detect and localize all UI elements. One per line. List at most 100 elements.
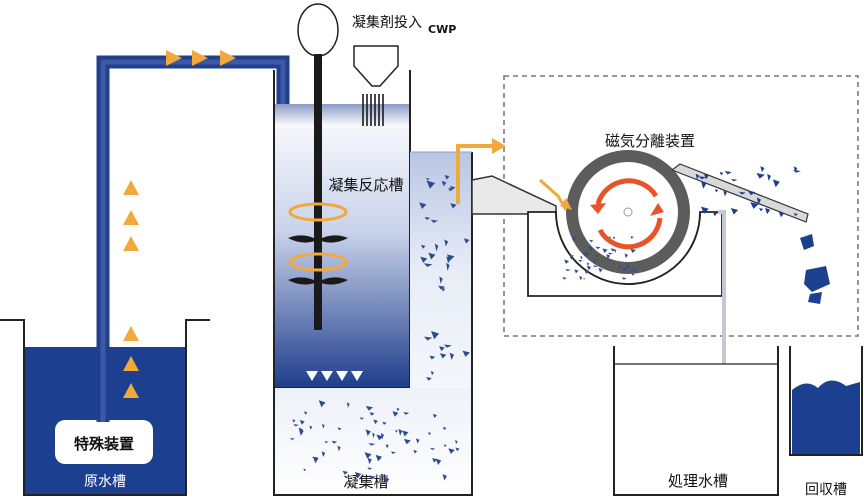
hopper-icon: [353, 45, 399, 87]
floc-particle: [392, 411, 399, 417]
floc-particle: [695, 173, 700, 180]
floc-particle: [747, 190, 756, 196]
floc-particle: [630, 236, 634, 239]
floc-particle: [624, 253, 628, 259]
coagulant-label: 凝集剤投入: [352, 14, 422, 31]
floc-particle: [595, 246, 601, 250]
floc-particle: [359, 417, 365, 420]
stir-rotation-icon: [288, 202, 348, 272]
flow-arrow-icon: [123, 210, 139, 225]
floc-particle: [324, 441, 329, 444]
floc-particle: [712, 211, 718, 217]
treated-tank-wall: [613, 346, 779, 496]
floc-particle: [426, 177, 430, 181]
floc-particle: [586, 262, 590, 266]
floc-particle: [463, 238, 470, 244]
floc-particle: [367, 457, 372, 465]
floc-particle: [438, 285, 446, 290]
drain-pipe: [718, 210, 726, 364]
floc-particle: [698, 176, 707, 180]
floc-particle: [631, 273, 635, 276]
floc-particle: [571, 236, 577, 242]
floc-particle: [385, 444, 389, 449]
floc-particle: [364, 452, 372, 459]
reaction-tank-label: 凝集反応槽: [328, 176, 403, 194]
reaction-water: [274, 104, 410, 388]
floc-particle: [403, 412, 410, 415]
recovery-tank-wall: [789, 346, 863, 456]
floc-tank-wall: [273, 152, 473, 496]
stirrer-shaft: [314, 54, 322, 330]
floc-particles: [290, 175, 470, 484]
floc-particle: [331, 440, 338, 444]
floc-particle: [630, 248, 636, 254]
floc-particle: [569, 255, 575, 257]
floc-particle: [368, 443, 376, 446]
special-device-box: [55, 420, 153, 464]
floc-particle: [606, 254, 611, 260]
inlet-chute: [471, 175, 557, 215]
floc-particle: [444, 175, 450, 180]
floc-particle: [593, 259, 596, 264]
rotation-arrow-icon: [595, 178, 659, 205]
flow-arrow-icon: [560, 198, 572, 210]
floc-particle: [322, 423, 325, 429]
floc-particle: [292, 419, 296, 423]
floc-particle: [372, 432, 375, 439]
floc-particle: [443, 444, 447, 448]
floc-particle: [424, 336, 433, 341]
floc-particle: [313, 456, 319, 464]
floc-particle: [793, 166, 798, 173]
floc-particle: [446, 262, 450, 271]
floc-particle: [423, 263, 433, 267]
floc-particle: [612, 236, 616, 240]
floc-particle: [337, 445, 341, 452]
recovery-tank-label: 回収槽: [805, 482, 847, 498]
floc-particle: [382, 421, 387, 425]
floc-particle: [303, 468, 307, 472]
floc-particle: [578, 259, 583, 262]
floc-particle: [365, 429, 371, 436]
floc-particle: [346, 402, 350, 408]
pipe-flow-arrows: [166, 50, 236, 66]
floc-particle: [442, 426, 447, 431]
floc-water-upper: [410, 152, 472, 388]
magnetic-separator: 磁気分離装置: [471, 75, 859, 337]
floc-particle: [565, 269, 572, 272]
flow-arrow-icon: [492, 138, 506, 154]
floc-particle: [337, 427, 342, 431]
rotation-arrow-icon: [597, 217, 663, 250]
floc-particle: [441, 287, 446, 292]
transfer-arrow: [456, 144, 494, 204]
floc-particle: [424, 217, 431, 220]
floc-particle: [778, 211, 785, 218]
floc-particle: [426, 180, 436, 189]
floc-particle: [421, 244, 426, 249]
flow-arrow-icon: [123, 326, 139, 341]
floc-particle: [756, 173, 765, 179]
floc-particle: [730, 179, 738, 182]
floc-particle: [772, 179, 780, 188]
floc-particle: [700, 180, 707, 189]
floc-particle: [455, 440, 458, 445]
floc-particle: [419, 202, 427, 210]
floc-particle: [429, 355, 436, 360]
outflow-markers: [306, 371, 363, 381]
floc-particle: [589, 246, 594, 252]
floc-particle: [584, 270, 589, 274]
floc-particle: [367, 467, 373, 470]
floc-particle: [589, 239, 594, 243]
floc-particle: [622, 267, 627, 272]
floc-particle: [298, 427, 304, 435]
rising-flow-arrows: [123, 180, 139, 398]
floc-particle: [432, 413, 438, 418]
stirrer-icon: [288, 235, 348, 285]
floc-particle: [402, 430, 409, 437]
floc-particle: [428, 252, 436, 260]
floc-particle: [760, 166, 765, 173]
floc-particle: [449, 186, 456, 190]
floc-particle: [415, 438, 420, 444]
separator-label: 磁気分離装置: [605, 132, 695, 150]
floc-particle: [618, 265, 621, 270]
floc-particle: [610, 248, 616, 252]
